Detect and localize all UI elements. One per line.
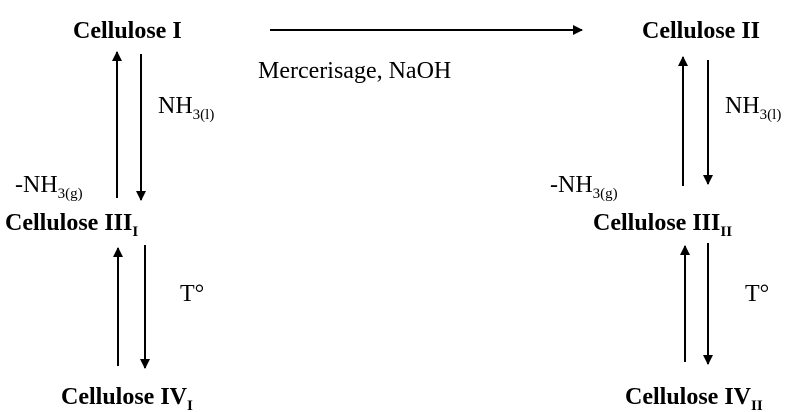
label-nh3-liquid-right: NH3(l): [725, 93, 781, 123]
node-cellulose-ii: Cellulose II: [642, 18, 760, 44]
label-temperature-right: T°: [745, 281, 769, 307]
label-nh3-gas-left: -NH3(g): [15, 172, 83, 202]
node-cellulose-iv-i: Cellulose IVI: [61, 384, 193, 412]
node-cellulose-iii-ii: Cellulose IIIII: [593, 210, 732, 240]
node-cellulose-iv-ii: Cellulose IVII: [625, 384, 763, 412]
label-mercerisage: Mercerisage, NaOH: [258, 58, 451, 84]
node-cellulose-i: Cellulose I: [73, 18, 182, 44]
arrows: [112, 25, 713, 369]
label-nh3-gas-right: -NH3(g): [550, 172, 618, 202]
label-temperature-left: T°: [180, 281, 204, 307]
label-nh3-liquid-left: NH3(l): [158, 93, 214, 123]
node-cellulose-iii-i: Cellulose IIII: [5, 210, 138, 240]
